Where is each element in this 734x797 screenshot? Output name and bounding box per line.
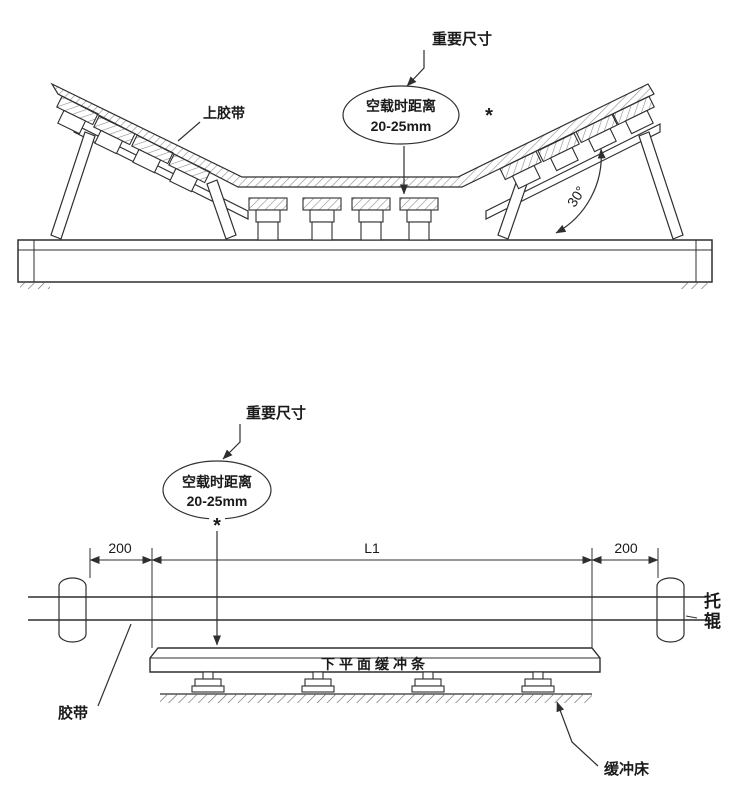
right-idler-roller [656,577,685,643]
buffer-bed-label: 缓冲床 [604,760,650,778]
top-important-dim-label: 重要尺寸 [432,30,492,48]
top-callout: 重要尺寸 空载时距离 20-25mm * [342,30,493,195]
side-callout-ellipse [162,460,272,520]
dim-mid-value: L1 [364,540,380,556]
side-view: 200 L1 200 重要尺寸 空载时距离 20-25mm * 下平面缓冲条 [28,404,706,778]
top-callout-ellipse [342,85,460,145]
dim-left-value: 200 [108,540,132,556]
upper-belt-callout: 上胶带 [177,105,245,142]
idler-label: 托辊 [701,592,720,632]
ground [160,693,592,703]
dim-right-value: 200 [614,540,638,556]
buffer-strip-label: 下平面缓冲条 [321,656,429,672]
dimension-lines: 200 L1 200 [89,540,659,564]
buffer-bed-callout: 缓冲床 [556,701,650,778]
side-callout-text-1: 空载时距离 [182,474,252,490]
belt-label: 胶带 [58,704,88,722]
extension-lines [89,548,659,648]
left-idler-roller [58,577,87,643]
upper-belt-label: 上胶带 [203,105,245,121]
top-important-dim-leader [406,50,425,87]
idler-leader [685,615,698,619]
angle-arc [555,148,606,234]
side-callout-text-2: 20-25mm [187,493,248,509]
top-callout-text-2: 20-25mm [371,118,432,134]
buffer-strip: 下平面缓冲条 [149,647,601,673]
belt-leader [97,623,132,707]
side-asterisk: * [213,515,221,537]
ground-hatch-right [680,282,710,289]
mounting-feet [191,671,555,693]
angle-label: 30° [564,183,589,209]
buffer-bed-leader [556,701,599,767]
side-callout: 重要尺寸 空载时距离 20-25mm * [162,404,306,646]
right-outer-leg [638,131,684,240]
side-important-dim-leader [222,424,241,460]
center-impact-bars [248,197,439,241]
left-inner-leg [206,179,237,240]
left-outer-leg [50,131,96,240]
side-important-dim-label: 重要尺寸 [246,404,306,422]
top-callout-text-1: 空载时距离 [366,98,436,114]
ground-hatch-left [20,282,50,289]
top-asterisk: * [485,105,493,127]
top-view: 重要尺寸 空载时距离 20-25mm * 上胶带 30° [17,30,713,289]
base-frame [17,239,713,289]
belt-callout: 胶带 [58,623,132,722]
upper-belt-leader [177,121,201,142]
